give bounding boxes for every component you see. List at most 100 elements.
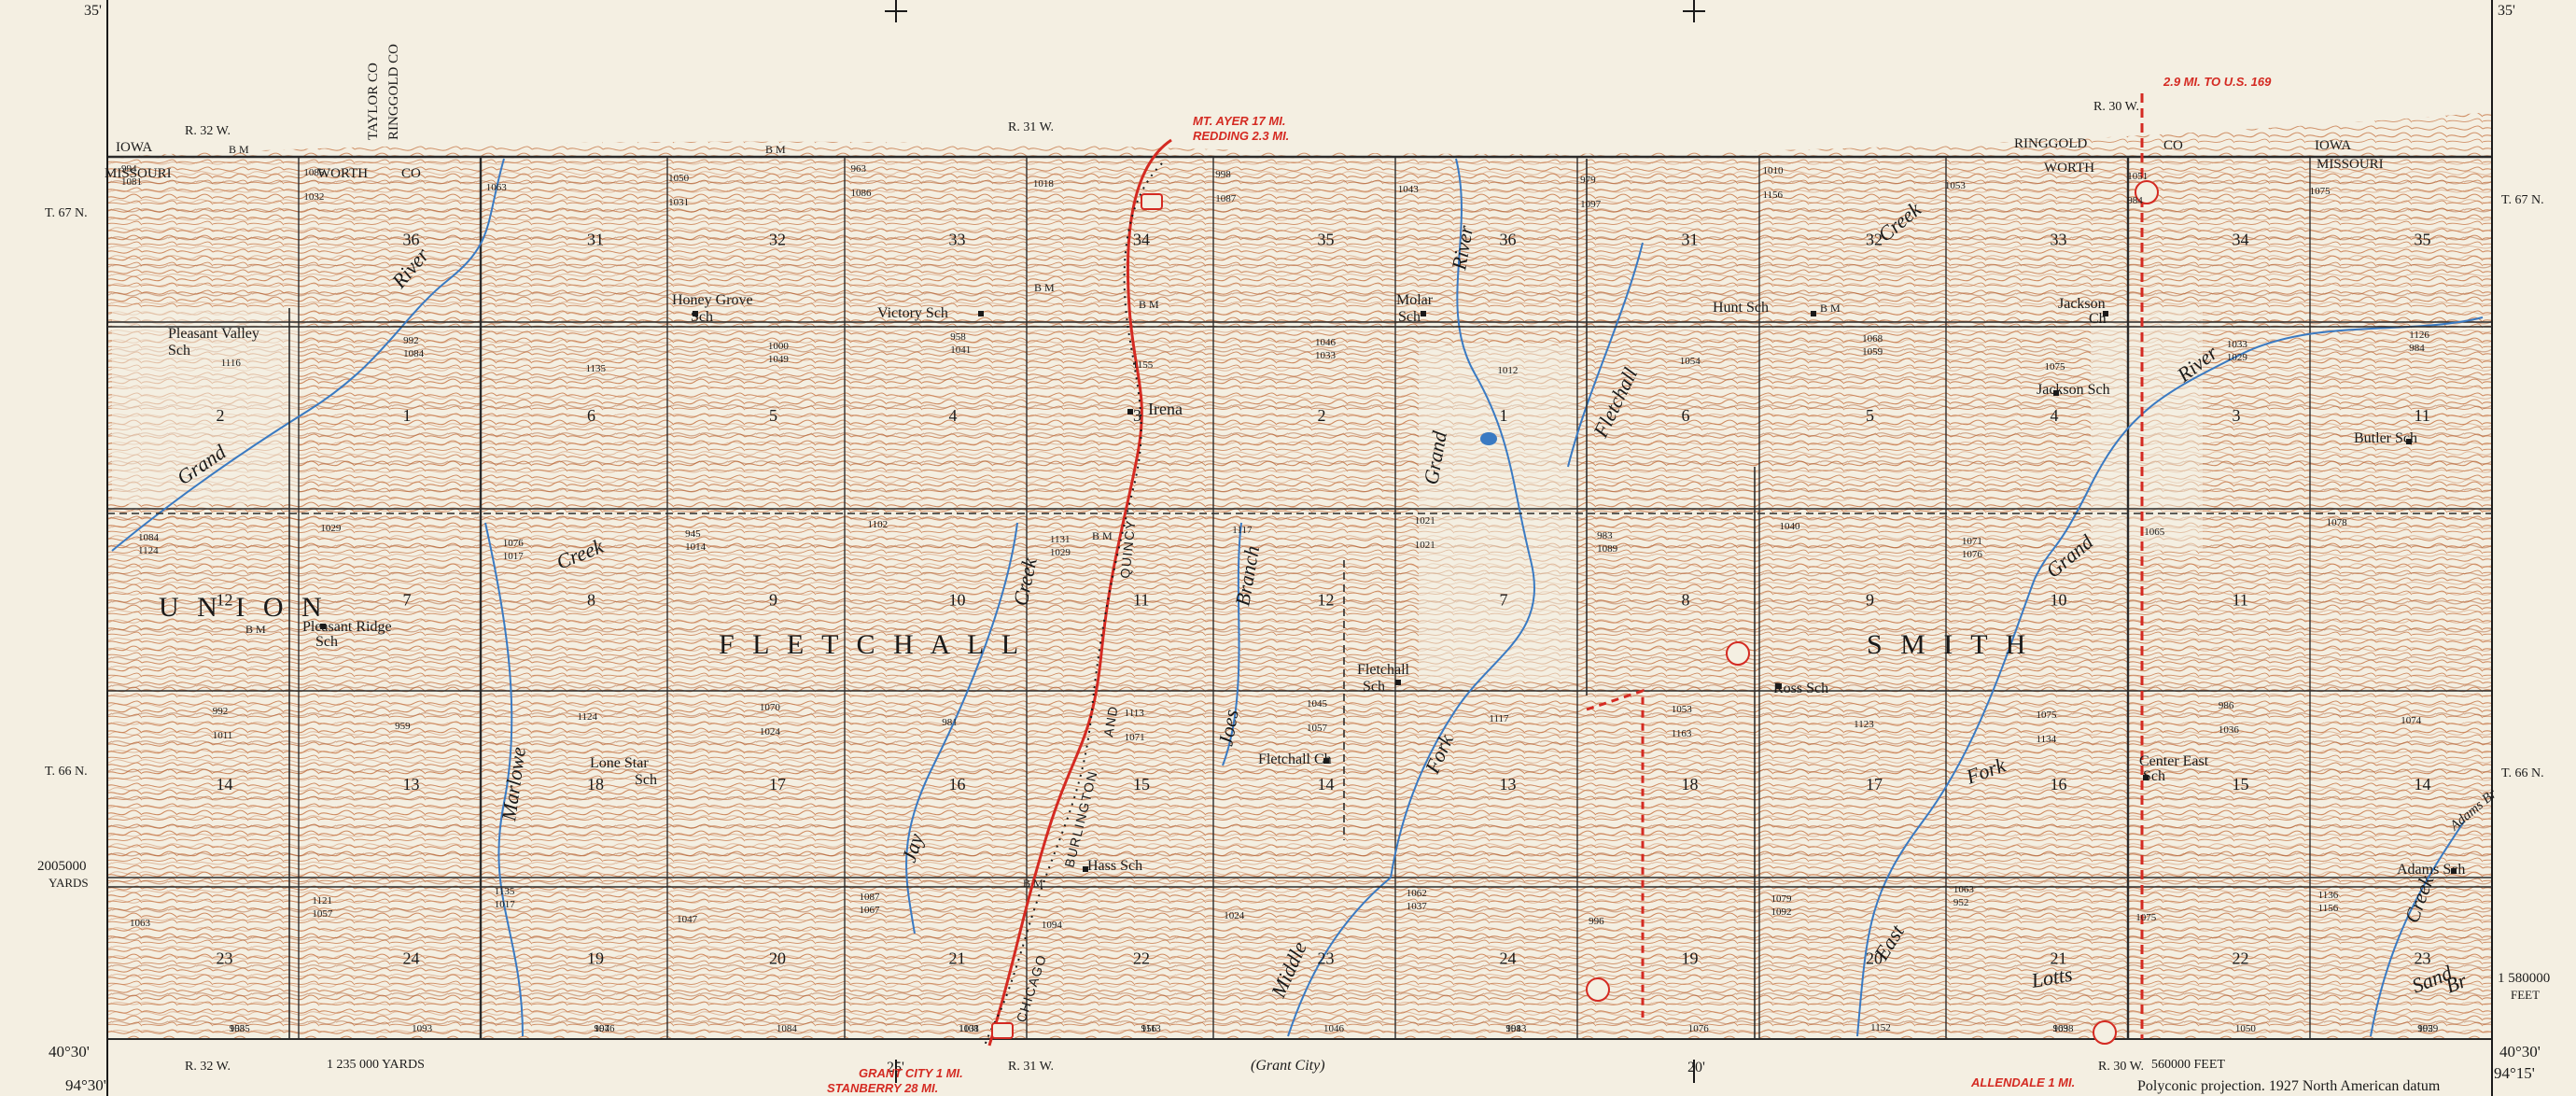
spot-elevation: 1136 <box>2318 890 2339 901</box>
fletchall-sch: Fletchall <box>1357 662 1410 678</box>
spot-elevation: 1074 <box>2401 715 2422 726</box>
range-r32-bottom: R. 32 W. <box>185 1060 231 1074</box>
lat-bottom-right: 40°30' <box>2499 1043 2541 1061</box>
spot-elevation: 1092 <box>1771 906 1791 918</box>
spot-elevation: 1049 <box>768 354 790 365</box>
honey-grove-sch: Honey Grove <box>672 292 753 308</box>
section-number: 18 <box>1682 775 1699 794</box>
joes-branch <box>1222 522 1242 766</box>
note-mt-ayer: MT. AYER 17 MI. <box>1193 114 1285 128</box>
section-number: 5 <box>769 406 777 425</box>
section-number: 23 <box>1318 949 1335 968</box>
spot-elevation: 994 <box>121 163 137 175</box>
spot-elevation: 1124 <box>577 711 597 723</box>
pond <box>1480 432 1497 445</box>
spot-elevation: 1032 <box>303 191 324 203</box>
fletchall-ch: Fletchall Ch <box>1258 752 1332 767</box>
middle-fork <box>1287 877 1392 1037</box>
jackson-ch: Jackson <box>2058 296 2106 312</box>
section-number: 9 <box>1866 591 1874 610</box>
civil-township-names: U N I O N F L E T C H A L L S M I T H <box>159 592 2031 660</box>
us-169-shield-south <box>991 1022 1014 1039</box>
route-y-shield-2 <box>1586 977 1610 1002</box>
spot-elevation: 1021 <box>1415 540 1435 551</box>
spot-elevation: 1102 <box>868 519 889 530</box>
section-number: 6 <box>587 406 595 425</box>
spot-elevation: 1017 <box>495 899 516 910</box>
yards-2005000: 2005000 <box>37 859 87 874</box>
spot-elevation: 1155 <box>1133 359 1154 371</box>
spot-elevation: 1121 <box>312 895 332 906</box>
spot-elevation: 1046 <box>594 1023 615 1034</box>
pleasant-ridge-sch-2: Sch <box>315 634 338 650</box>
route-shields <box>991 180 2159 1045</box>
spot-elevation: 1076 <box>1962 549 1983 560</box>
section-number: 20 <box>1866 949 1883 968</box>
spot-elevation: 1000 <box>768 341 790 352</box>
spot-elevation: 1065 <box>2144 527 2165 538</box>
section-number: 8 <box>587 591 595 610</box>
spot-elevation: 1046 <box>1315 337 1337 348</box>
section-number: 3 <box>1133 406 1141 425</box>
place-names: Pleasant Valley Sch Honey Grove Sch Vict… <box>168 292 2465 878</box>
spot-elevation: 1126 <box>2409 330 2429 341</box>
route-t-shield-2 <box>2093 1020 2117 1045</box>
spot-elevation: 1037 <box>1407 901 1428 912</box>
spot-elevation: 1089 <box>1597 543 1618 555</box>
grand-river-right <box>2034 316 2484 580</box>
spot-elevation: 1083 <box>1505 1023 1527 1034</box>
grant-city-ref: (Grant City) <box>1251 1058 1325 1074</box>
section-number: 20 <box>769 949 786 968</box>
spot-elevation-layer: 9941000102111341121110810971033107610711… <box>121 163 2439 1034</box>
section-number: 32 <box>769 231 786 249</box>
pleasant-valley-sch-2: Sch <box>168 343 190 358</box>
neatline <box>106 0 2493 1096</box>
spot-elevation: 991 <box>1505 1023 1521 1034</box>
township-smith: S M I T H <box>1867 629 2031 660</box>
section-number: 5 <box>1866 406 1874 425</box>
spot-elevation: 1053 <box>1672 704 1693 715</box>
spot-elevation: 1134 <box>2037 734 2057 745</box>
spot-elevation: 1071 <box>1962 536 1982 547</box>
spot-elevation: 1033 <box>1315 350 1337 361</box>
section-number: 31 <box>1682 231 1699 249</box>
spot-elevation: 1075 <box>2310 186 2331 197</box>
spot-elevation: 1075 <box>2045 361 2066 372</box>
section-number: 10 <box>949 591 966 610</box>
spot-elevation: 1059 <box>2417 1023 2439 1034</box>
spot-elevation: 1043 <box>1398 184 1420 195</box>
jay-creek <box>905 522 1018 934</box>
spot-elevation: 1051 <box>2127 171 2148 182</box>
section-number: 14 <box>1318 775 1335 794</box>
spot-elevation: 1053 <box>1945 180 1967 191</box>
spot-elevation: 1017 <box>503 551 525 562</box>
spot-elevation: 1021 <box>1415 515 1435 527</box>
spot-elevation: 1135 <box>495 886 515 897</box>
butler-sch: Butler Sch <box>2354 430 2417 446</box>
section-number: 13 <box>403 775 420 794</box>
spot-elevation: 1076 <box>1688 1023 1710 1034</box>
spot-elevation: 1062 <box>1407 888 1427 899</box>
spot-elevation: 1024 <box>760 726 781 738</box>
section-number: 35 <box>2415 231 2431 249</box>
spot-elevation: 956 <box>1141 1023 1157 1034</box>
bench-mark: B M <box>1034 281 1055 294</box>
county-worth-left: WORTH <box>317 166 368 181</box>
section-number: 14 <box>217 775 233 794</box>
section-number: 10 <box>2051 591 2067 610</box>
section-number: 19 <box>1682 949 1699 968</box>
section-number: 33 <box>2051 231 2067 249</box>
feet-1580000: 1 580000 <box>2498 971 2550 986</box>
spot-elevation: 1156 <box>2318 903 2339 914</box>
spot-elevation: 1045 <box>1307 698 1328 710</box>
spot-elevation: 979 <box>1580 175 1596 186</box>
spot-elevation: 1135 <box>585 363 606 374</box>
state-missouri-right: MISSOURI <box>2317 157 2384 172</box>
spot-elevation: 963 <box>851 163 867 175</box>
state-iowa-left: IOWA <box>116 140 152 155</box>
jackson-ch-2: Ch <box>2089 311 2107 327</box>
note-stanberry: STANBERRY 28 MI. <box>827 1081 938 1095</box>
spot-elevation: 1070 <box>760 702 781 713</box>
spot-elevation: 953 <box>230 1023 245 1034</box>
spot-elevation: 1057 <box>312 908 333 920</box>
